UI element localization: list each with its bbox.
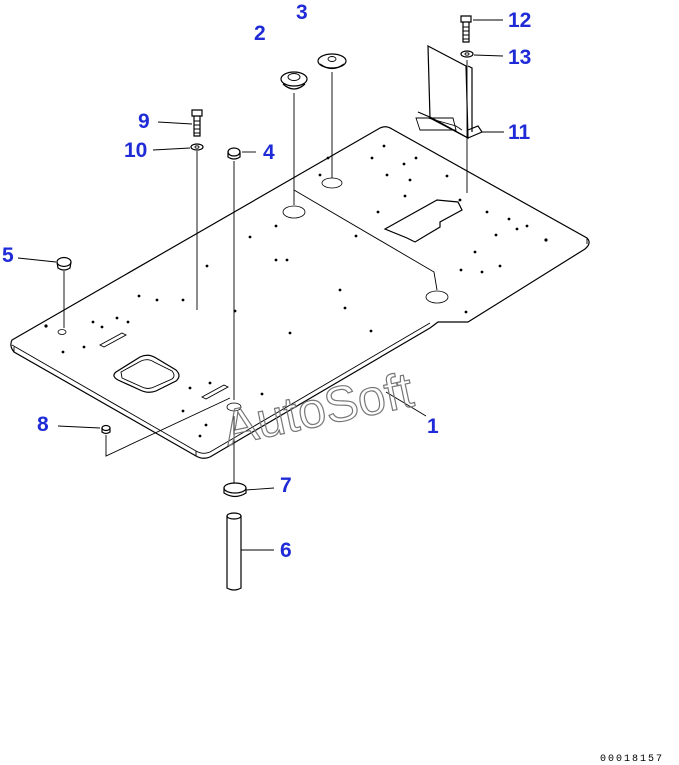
leader-part-1 (385, 391, 427, 417)
washer-part-10 (152, 143, 204, 310)
callouts: 1 2 3 4 5 6 7 8 9 10 11 12 13 (2, 1, 531, 562)
callout-11: 11 (508, 121, 531, 144)
clip-part-7 (223, 416, 275, 498)
callout-13: 13 (508, 46, 531, 69)
callout-12: 12 (508, 9, 531, 32)
callout-10: 10 (124, 139, 147, 162)
rod-part-6 (226, 512, 274, 591)
washer-part-13 (460, 50, 504, 58)
bracket-part-11 (417, 44, 504, 193)
callout-2: 2 (254, 22, 266, 45)
floor-plate (10, 117, 590, 459)
callout-5: 5 (2, 244, 14, 267)
plate-holes (44, 144, 548, 438)
callout-1: 1 (427, 415, 439, 438)
callout-3: 3 (296, 1, 308, 24)
callout-6: 6 (280, 539, 292, 562)
plug-part-8 (57, 397, 231, 457)
bolt-part-12 (460, 15, 503, 43)
callout-4: 4 (263, 141, 275, 164)
document-number: 00018157 (600, 754, 664, 765)
watermark: AutoSoft (219, 362, 418, 457)
callout-7: 7 (280, 474, 292, 497)
callout-9: 9 (138, 110, 150, 133)
grommet-part-3 (293, 53, 438, 291)
callout-8: 8 (37, 413, 49, 436)
plug-part-5 (17, 256, 72, 328)
grommet-part-2 (280, 71, 308, 205)
cap-plug-part-4 (227, 147, 256, 400)
bolt-part-9 (157, 109, 203, 137)
